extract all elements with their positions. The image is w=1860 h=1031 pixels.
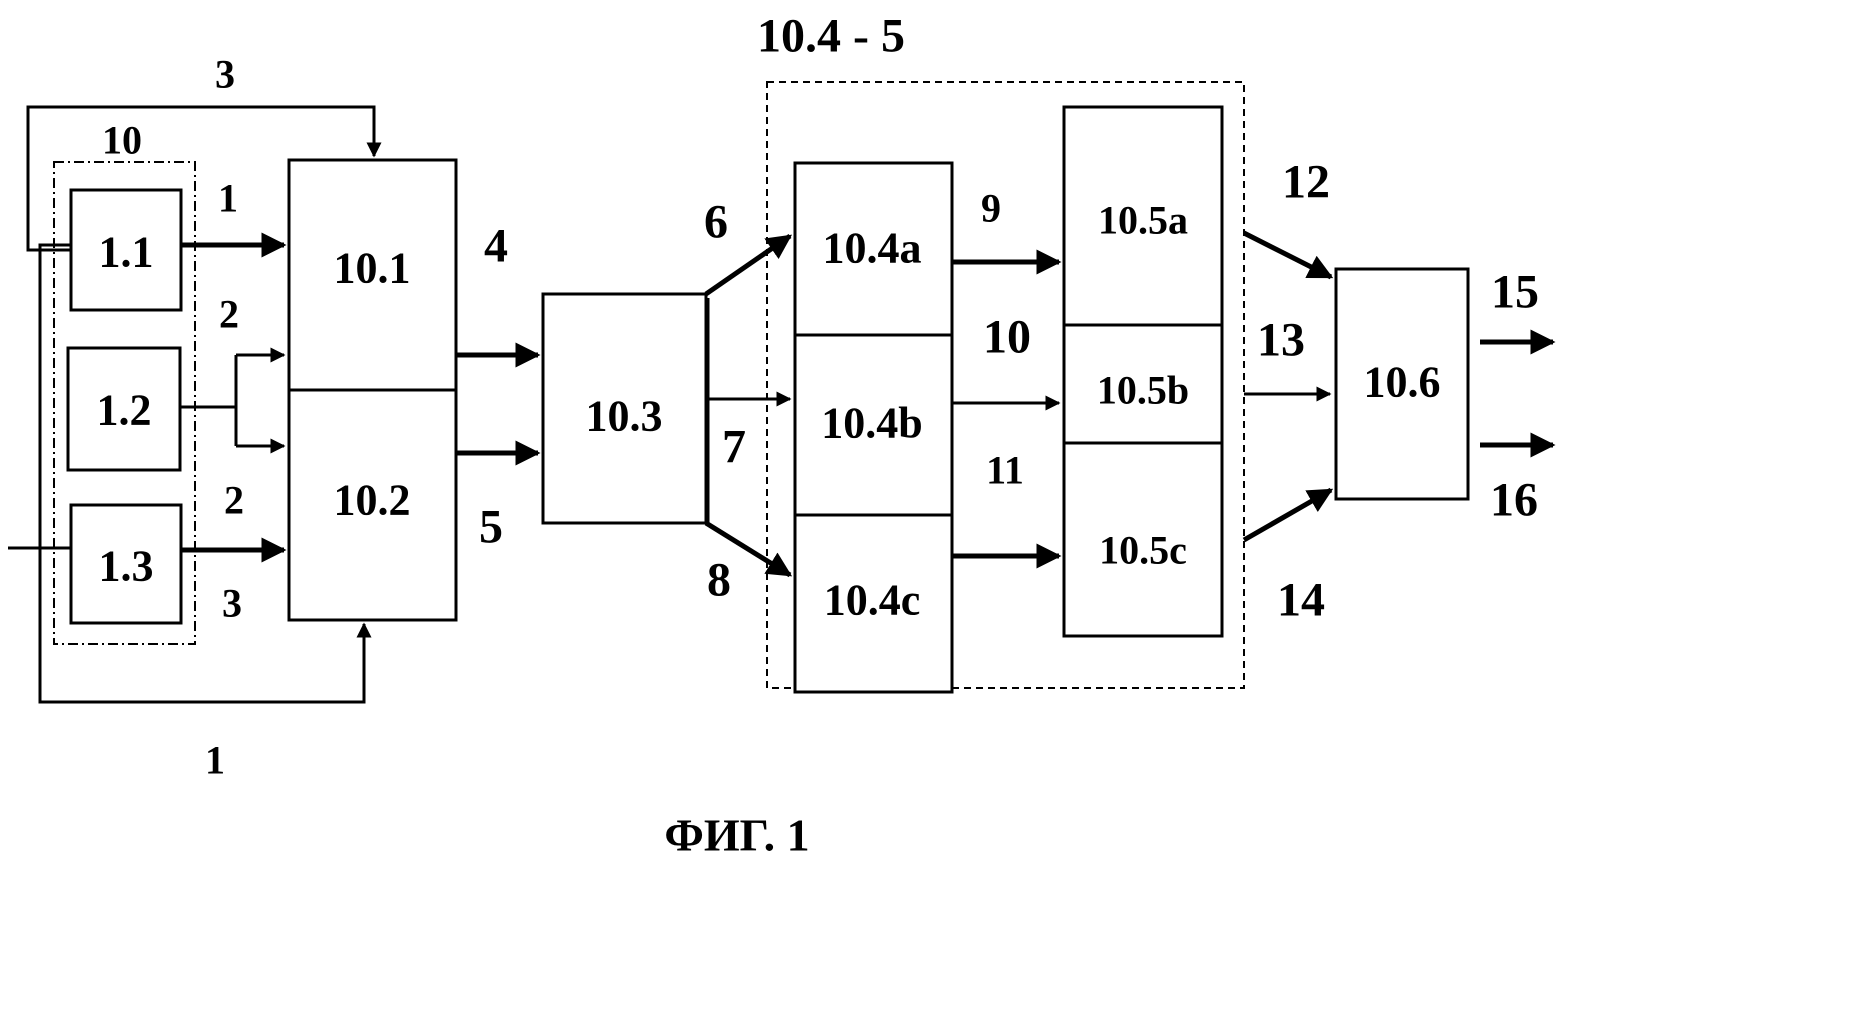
signal-2-upper-label: 2 [219, 292, 239, 337]
block-10-4c-label: 10.4c [824, 576, 921, 625]
signal-13-label: 13 [1257, 314, 1305, 367]
block-10-5c [1062, 441, 1224, 638]
block-10-4b [793, 333, 954, 517]
block-1-3 [69, 503, 183, 625]
block-1-2 [66, 346, 182, 472]
signal-3-in-label: 3 [222, 581, 242, 626]
block-10-3-label: 10.3 [586, 392, 663, 441]
block-10-4c [793, 513, 954, 694]
signal-16-label: 16 [1490, 474, 1538, 527]
signal-2-lower-label: 2 [224, 478, 244, 523]
sensor-bus-line [38, 243, 372, 704]
signal-8-arrow [704, 520, 793, 578]
block-10-3 [541, 292, 708, 525]
signal-6-label: 6 [704, 196, 728, 249]
signal-9-label: 9 [981, 186, 1001, 231]
block-1-2-label: 1.2 [97, 386, 152, 435]
signal-3-feedback-line [26, 105, 382, 252]
block-10-6 [1334, 267, 1470, 501]
signal-12-label: 12 [1282, 156, 1330, 209]
block-10-1-label: 10.1 [334, 244, 411, 293]
signal-7-arrow [706, 298, 790, 523]
sensor-group-label: 10 [102, 118, 142, 163]
block-10-2-label: 10.2 [334, 476, 411, 525]
block-1-1 [69, 188, 183, 312]
signal-14-arrow [1242, 487, 1334, 543]
signal-2-fork-line [180, 355, 238, 446]
block-1-3-label: 1.3 [99, 542, 154, 591]
block-diagram: 10 10.4 - 5 1.1 1.2 1.3 10.1 10.2 10.3 1… [8, 10, 1556, 861]
signal-11-label: 11 [986, 448, 1024, 493]
block-10-5b-label: 10.5b [1097, 368, 1189, 413]
signal-14-label: 14 [1277, 574, 1325, 627]
signal-10-label: 10 [983, 311, 1031, 364]
signal-5-label: 5 [479, 501, 503, 554]
block-10-5b [1062, 323, 1224, 445]
block-10-4a [793, 161, 954, 337]
signal-7-label: 7 [722, 421, 746, 474]
signal-1-in-label: 1 [218, 176, 238, 221]
block-10-4a-label: 10.4a [823, 224, 922, 273]
block-1-1-label: 1.1 [99, 228, 154, 277]
block-10-2 [287, 388, 458, 622]
block-10-5a-label: 10.5a [1098, 198, 1188, 243]
block-10-1 [287, 158, 458, 392]
stage-45-group-frame [766, 81, 1245, 689]
signal-15-label: 15 [1491, 266, 1539, 319]
signal-1-bottom-label: 1 [205, 738, 225, 783]
signal-3-top-label: 3 [215, 52, 235, 97]
sensor-group-frame [53, 161, 196, 645]
block-10-4b-label: 10.4b [821, 399, 922, 448]
block-10-5c-label: 10.5c [1099, 528, 1187, 573]
signal-6-arrow [704, 233, 793, 297]
stage-45-group-label: 10.4 - 5 [757, 10, 905, 63]
signal-4-label: 4 [484, 220, 508, 273]
signal-8-label: 8 [707, 554, 731, 607]
block-10-6-label: 10.6 [1364, 358, 1441, 407]
figure-caption: ФИГ. 1 [664, 810, 809, 861]
signal-12-arrow [1242, 230, 1334, 280]
